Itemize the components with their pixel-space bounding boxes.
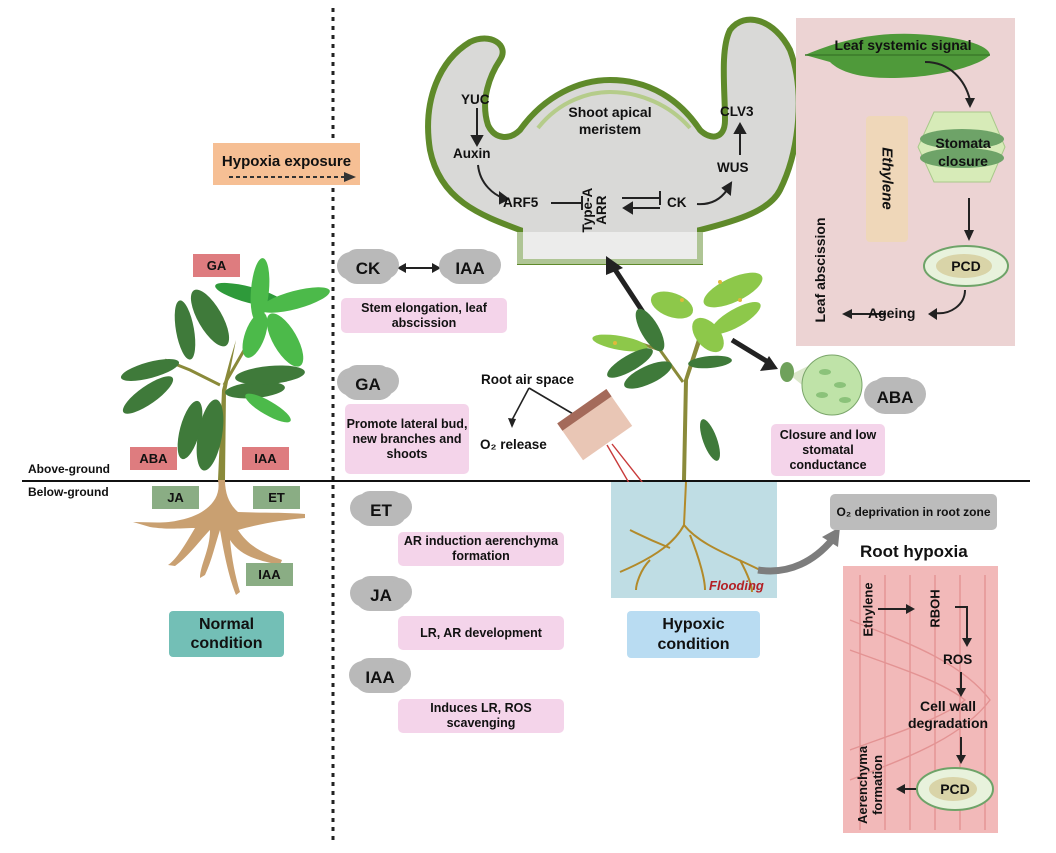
tag-iaa-above: IAA	[242, 447, 289, 470]
stomata-closure-label: Stomata closure	[935, 135, 991, 169]
ethylene-label: Ethylene	[878, 147, 896, 210]
hypoxia-exposure-label: Hypoxia exposure	[221, 153, 352, 170]
meristem-yuc: YUC	[461, 92, 490, 107]
leaf-abscission-label: Leaf abscission	[812, 217, 828, 323]
effect-lr-ar-development: LR, AR development	[398, 616, 564, 650]
tag-iaa-below: IAA	[246, 563, 293, 586]
root-hypoxia-title: Root hypoxia	[860, 542, 968, 561]
meristem-ck: CK	[667, 195, 687, 210]
tag-ga: GA	[193, 254, 240, 277]
pcd-root-label: PCD	[940, 781, 970, 797]
effect-stomatal-closure: Closure and low stomatal conductance	[771, 424, 885, 476]
hypoxic-plant-roots	[619, 481, 761, 593]
hypoxic-condition-label: Hypoxic condition	[657, 616, 730, 653]
aerenchyma-formation-label: Aerenchyma formation	[855, 745, 885, 824]
hypoxic-plant	[592, 272, 763, 480]
cloud-iaa: IAA	[444, 254, 496, 284]
tag-aba: ABA	[130, 447, 177, 470]
ros-label: ROS	[943, 652, 973, 667]
meristem-arf5: ARF5	[503, 195, 539, 210]
rboh-label: RBOH	[927, 589, 943, 628]
root-air-space-label: Root air space	[481, 372, 575, 387]
tag-et: ET	[253, 486, 300, 509]
normal-plant-stem	[218, 340, 236, 480]
above-ground-label: Above-ground	[28, 462, 110, 476]
meristem-title: Shoot apical meristem	[568, 104, 652, 137]
root-ethylene-label: Ethylene	[860, 582, 876, 637]
effect-lateral-bud: Promote lateral bud, new branches and sh…	[345, 404, 469, 474]
normal-plant-roots	[133, 480, 305, 595]
below-ground-label: Below-ground	[28, 485, 109, 499]
o2-deprivation-label: O₂ deprivation in root zone	[836, 504, 991, 519]
pcd-leaf-label: PCD	[951, 258, 981, 274]
meristem-type-a-arr: Type-A ARR	[580, 187, 610, 233]
meristem-arrows	[470, 108, 747, 215]
cloud-ga: GA	[342, 370, 394, 400]
o2-release-label: O₂ release	[480, 437, 547, 452]
normal-condition-label: Normal condition	[190, 615, 263, 652]
o2-deprivation-box: O₂ deprivation in root zone	[830, 494, 997, 530]
effect-induces-lr: Induces LR, ROS scavenging	[398, 699, 564, 733]
meristem-wus: WUS	[717, 160, 749, 175]
hypoxia-exposure-box: Hypoxia exposure	[213, 143, 360, 185]
ageing-label: Ageing	[868, 305, 916, 321]
meristem-auxin: Auxin	[453, 146, 491, 161]
normal-plant-leaves	[120, 258, 330, 471]
shoot-apical-meristem-shape	[425, 16, 802, 265]
type-a-label: Type-A	[580, 187, 596, 233]
meristem-clv3: CLV3	[720, 104, 754, 119]
root-tissue-section	[557, 388, 633, 461]
hypoxic-condition-box: Hypoxic condition	[627, 611, 760, 658]
cell-wall-degradation-label: Cell wall degradation	[907, 698, 989, 731]
stomata-zoom	[780, 354, 863, 416]
effect-stem-elongation: Stem elongation, leaf abscission	[341, 298, 507, 333]
flooding-label: Flooding	[709, 578, 764, 593]
cloud-ja: JA	[355, 581, 407, 611]
cloud-et: ET	[355, 496, 407, 526]
normal-condition-box: Normal condition	[169, 611, 284, 657]
leaf-systemic-signal: Leaf systemic signal	[834, 37, 972, 53]
cloud-aba: ABA	[869, 382, 921, 414]
arr-label: ARR	[594, 195, 610, 225]
effect-ar-induction: AR induction aerenchyma formation	[398, 532, 564, 566]
tag-ja: JA	[152, 486, 199, 509]
cloud-ck: CK	[342, 254, 394, 284]
cloud-iaa-below: IAA	[354, 663, 406, 693]
